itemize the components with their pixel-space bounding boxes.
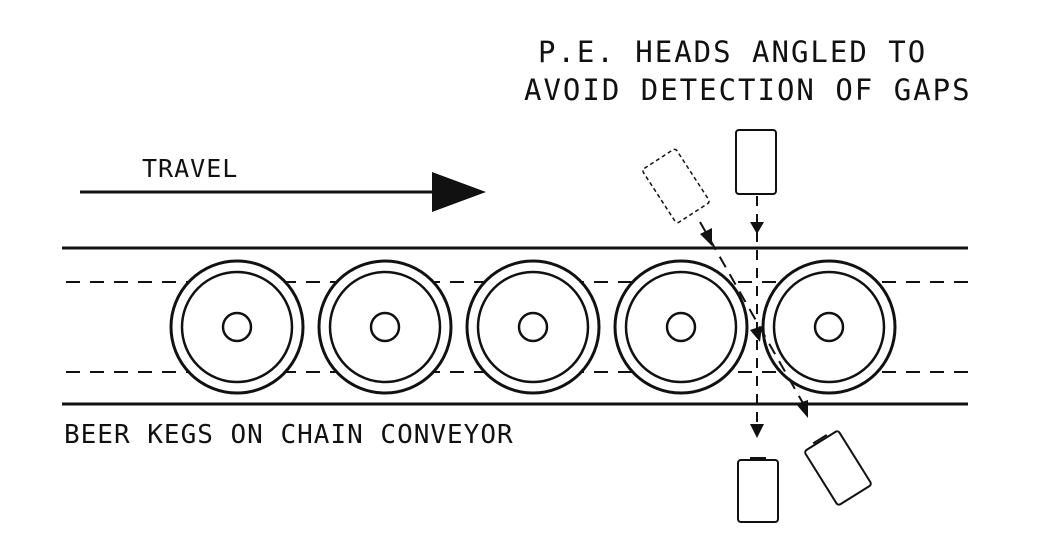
keg-outer-rim xyxy=(613,259,749,395)
beer-keg xyxy=(761,259,897,395)
keg-spear-hole xyxy=(221,311,253,343)
keg-inner-rim xyxy=(180,270,294,384)
beer-keg xyxy=(317,259,453,395)
beer-keg xyxy=(169,259,305,395)
conveyor-label: BEER KEGS ON CHAIN CONVEYOR xyxy=(64,420,514,450)
keg-outer-rim xyxy=(317,259,453,395)
keg-spear-hole xyxy=(665,311,697,343)
keg-outer-rim xyxy=(465,259,601,395)
keg-outer-rim xyxy=(169,259,305,395)
keg-inner-rim xyxy=(624,270,738,384)
heads-label-line1: P.E. HEADS ANGLED TO xyxy=(538,35,927,69)
travel-label: TRAVEL xyxy=(142,154,238,183)
pe-receiver-vertical xyxy=(737,459,779,523)
pe-beam-angled xyxy=(699,221,809,413)
kegs xyxy=(169,259,897,395)
keg-spear-hole xyxy=(369,311,401,343)
keg-inner-rim xyxy=(328,270,442,384)
keg-inner-rim xyxy=(476,270,590,384)
keg-spear-hole xyxy=(517,311,549,343)
keg-spear-hole xyxy=(813,311,845,343)
pe-head-vertical xyxy=(735,129,779,523)
pe-emitter-vertical xyxy=(735,129,777,195)
beer-keg xyxy=(613,259,749,395)
travel-arrow xyxy=(80,172,486,212)
beer-keg xyxy=(465,259,601,395)
keg-inner-rim xyxy=(772,270,886,384)
keg-outer-rim xyxy=(761,259,897,395)
pe-head-angled xyxy=(642,148,872,506)
pe-receiver-angled xyxy=(804,430,872,506)
pe-emitter-angled xyxy=(642,148,710,224)
heads-label-line2: AVOID DETECTION OF GAPS xyxy=(524,73,972,107)
